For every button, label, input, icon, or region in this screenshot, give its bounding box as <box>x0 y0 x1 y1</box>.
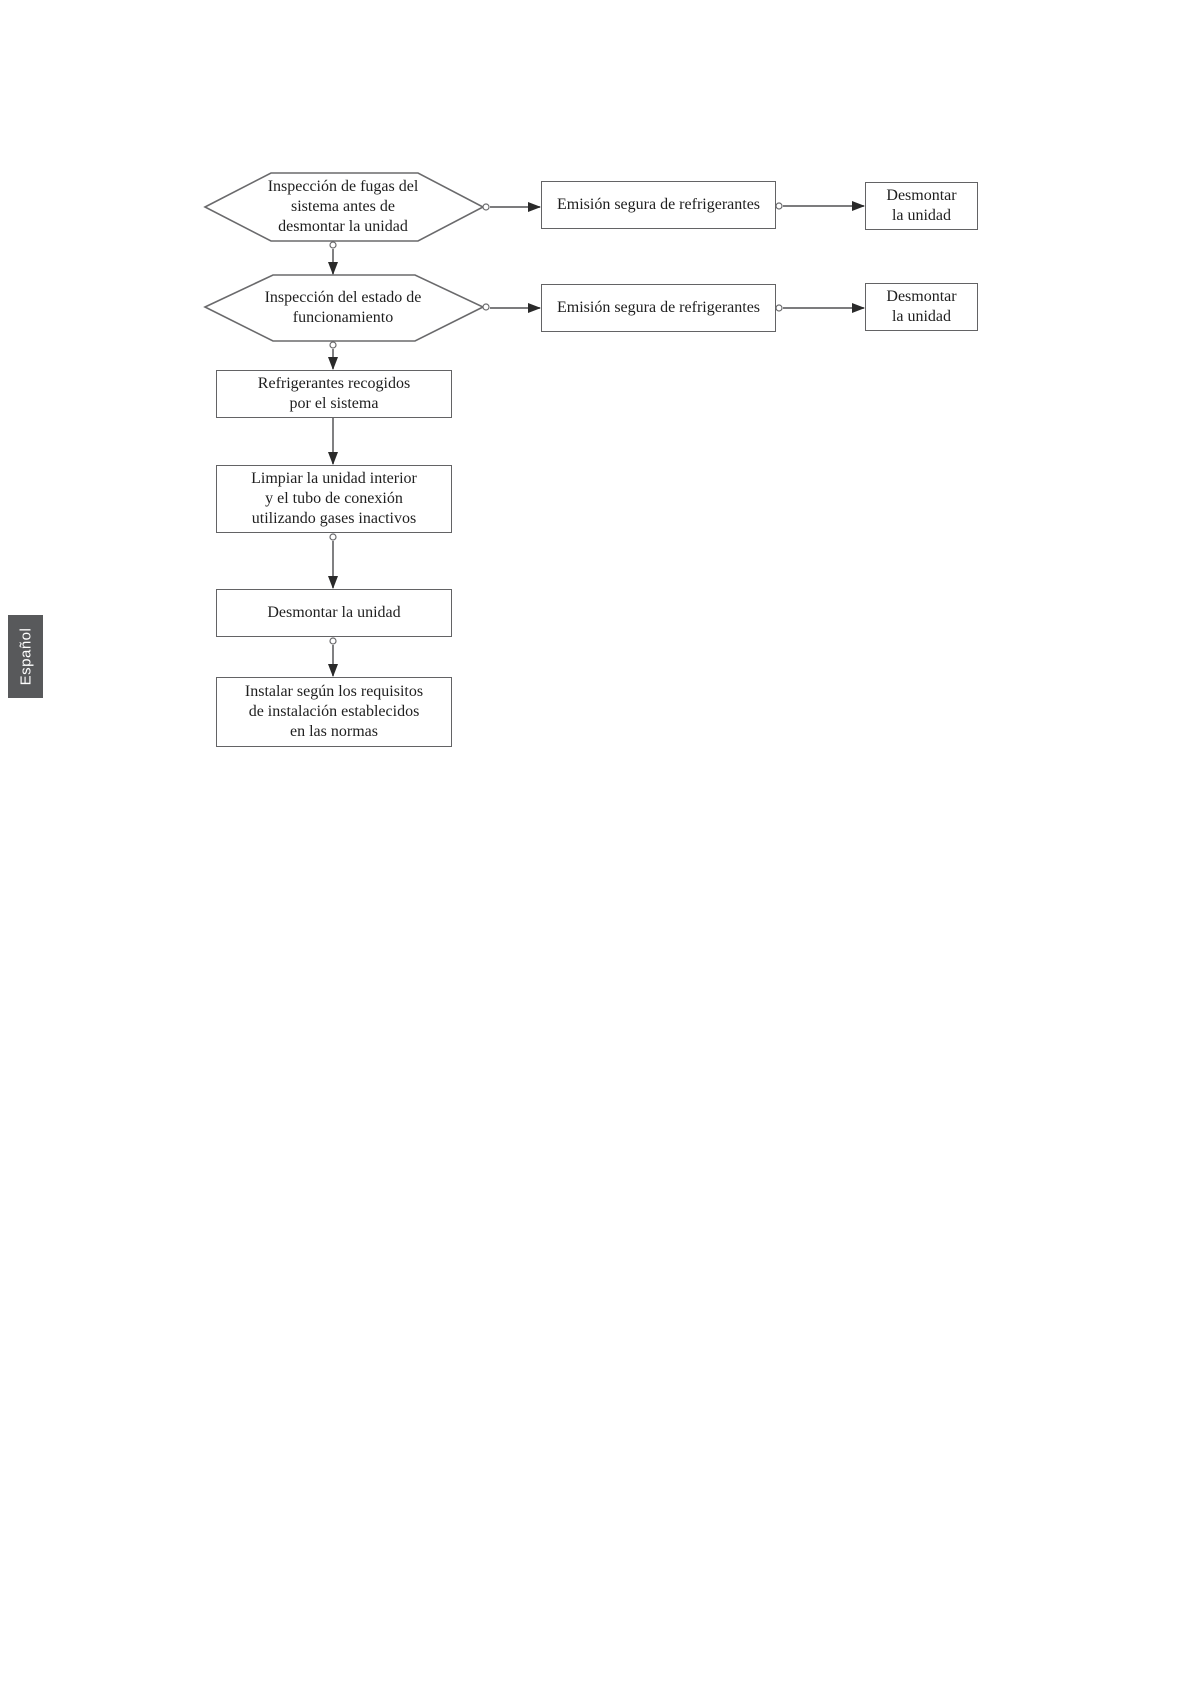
connector-dot <box>482 203 490 211</box>
connector-dot <box>329 241 337 249</box>
flow-node-refrigerantes-recogidos: Refrigerantes recogidos por el sistema <box>216 370 452 418</box>
connector-dot <box>775 202 783 210</box>
connector-dot <box>329 637 337 645</box>
connector-dot <box>329 533 337 541</box>
connector-dot <box>482 303 490 311</box>
connector-dot <box>775 304 783 312</box>
language-tab-label: Español <box>17 627 34 686</box>
flow-node-desmontar-derecha-1: Desmontar la unidad <box>865 182 978 230</box>
flow-node-desmontar-derecha-2: Desmontar la unidad <box>865 283 978 331</box>
language-tab-espanol: Español <box>8 615 43 698</box>
flow-node-instalar-normas: Instalar según los requisitos de instala… <box>216 677 452 747</box>
connector-dot <box>329 341 337 349</box>
flow-node-emision-segura-2: Emisión segura de refrigerantes <box>541 284 776 332</box>
flow-node-desmontar-unidad: Desmontar la unidad <box>216 589 452 637</box>
flow-node-inspeccion-estado: Inspección del estado de funcionamiento <box>264 289 422 326</box>
flow-node-inspeccion-fugas: Inspección de fugas del sistema antes de… <box>267 178 419 235</box>
flow-node-emision-segura-1: Emisión segura de refrigerantes <box>541 181 776 229</box>
flow-node-limpiar-unidad: Limpiar la unidad interior y el tubo de … <box>216 465 452 533</box>
